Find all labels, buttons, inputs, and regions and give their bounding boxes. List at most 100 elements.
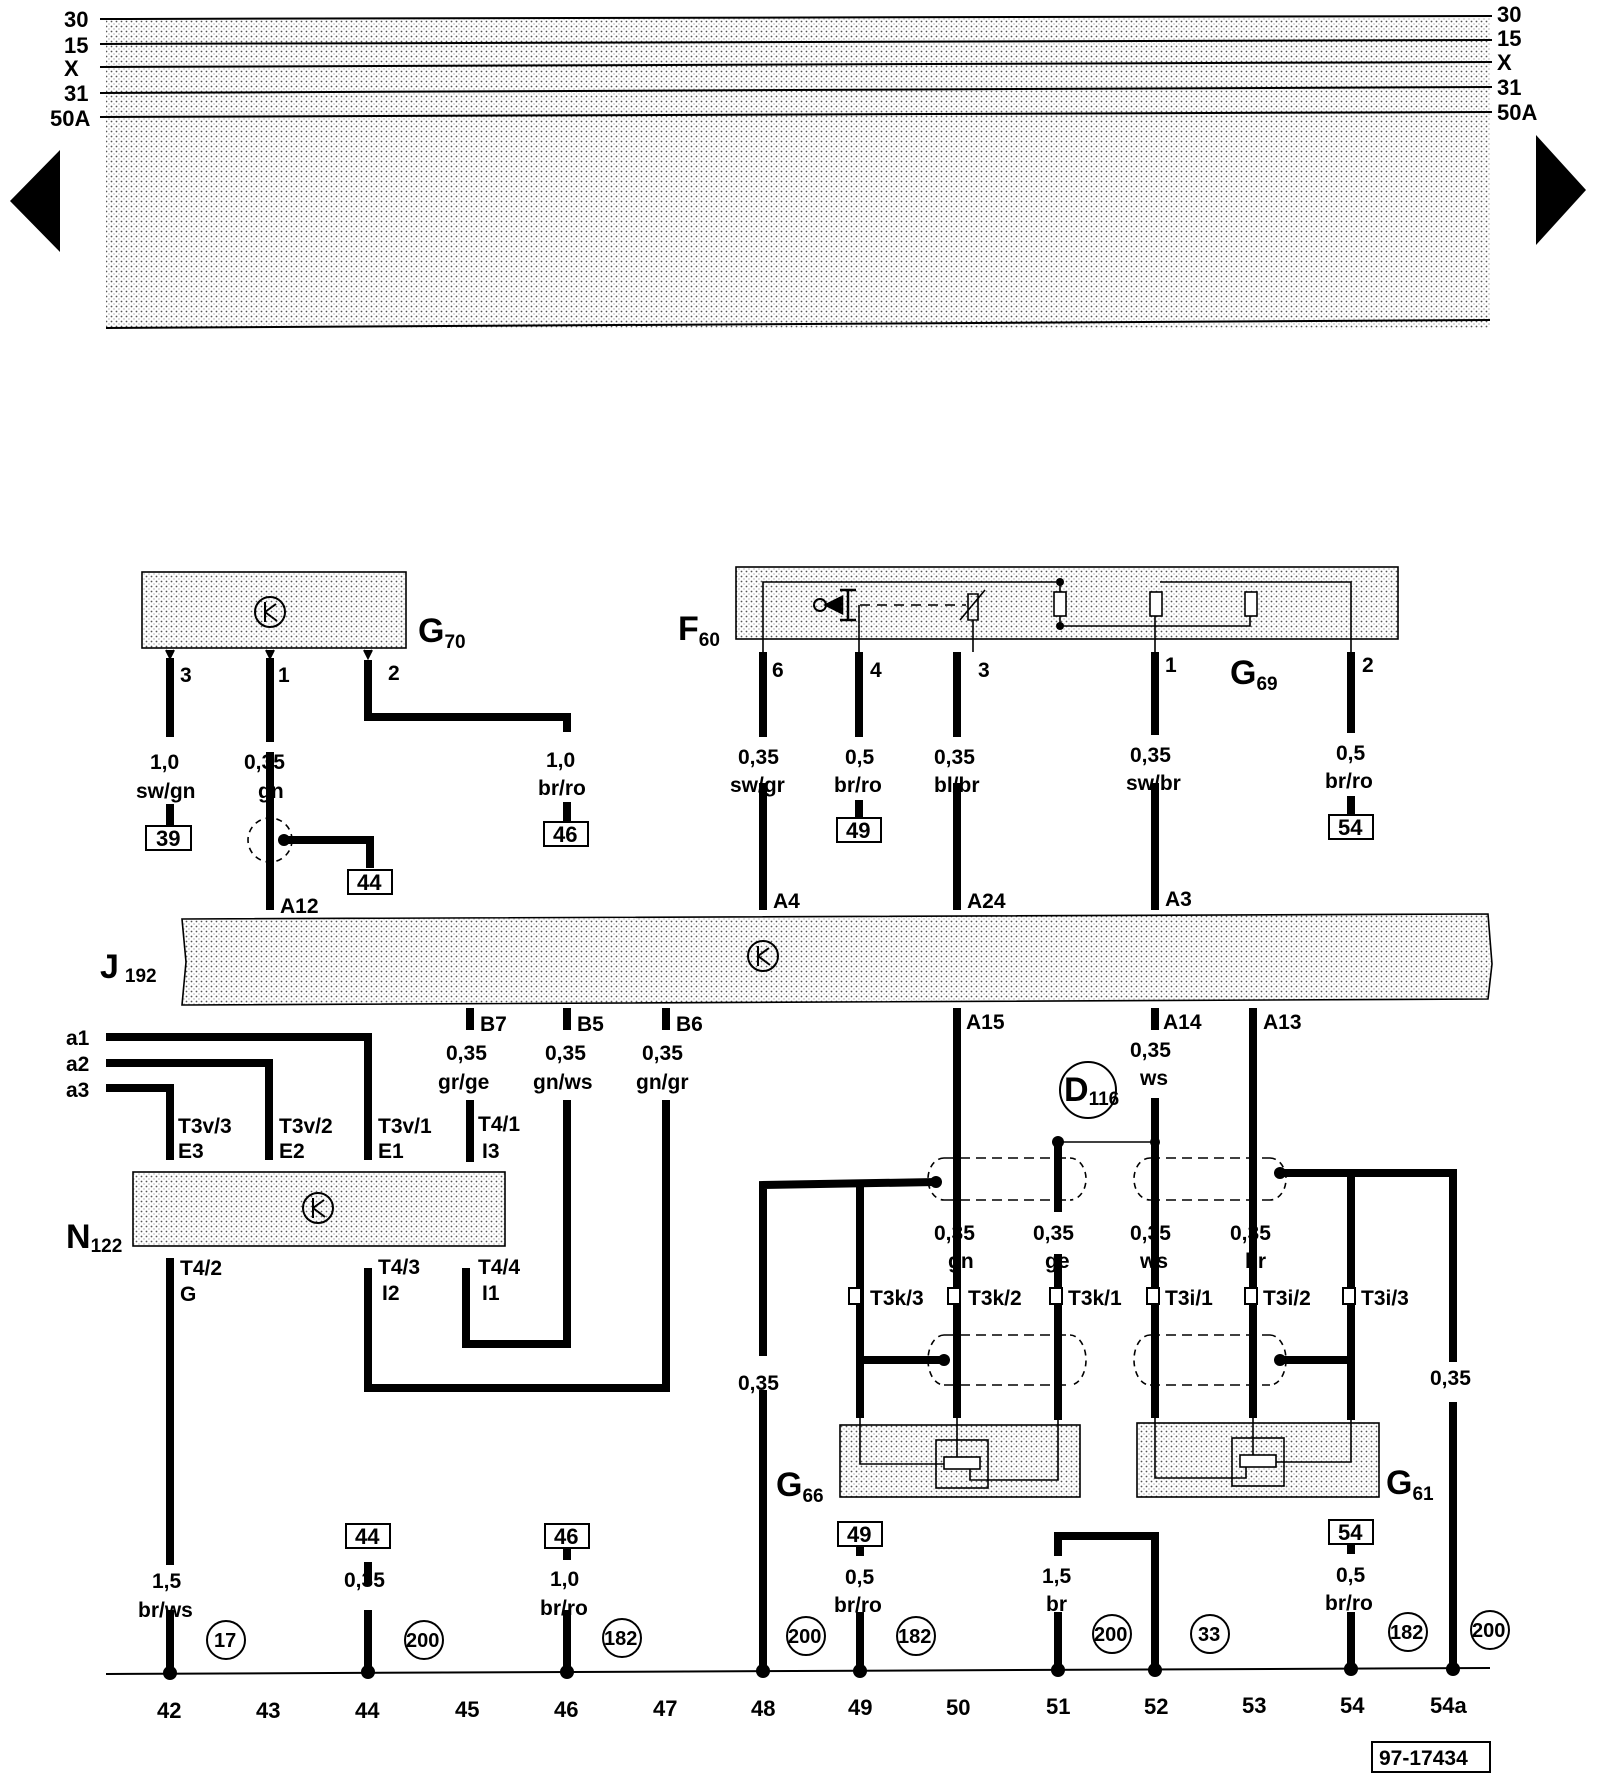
circle-182-b: 182 [898,1626,931,1648]
column-45: 45 [455,1697,479,1722]
electronic-symbol-icon [254,596,286,628]
ref-49: 49 [846,818,870,843]
junction-dot [1056,622,1064,630]
input-a3: a3 [66,1079,89,1102]
resistor-icon [1149,591,1163,617]
switch-actuator-icon [823,588,856,622]
wire-color-7: sw/br [1126,772,1181,795]
pin-j-b7: B7 [480,1013,507,1036]
wire-size-8: 0,5 [1336,742,1366,765]
column-54a: 54a [1430,1693,1467,1718]
pin-f60-1: 1 [1165,654,1177,677]
pin-f60-3: 3 [978,659,990,682]
component-f60-box [735,566,1399,640]
column-50: 50 [946,1695,970,1720]
ref-44-bottom: 44 [355,1524,380,1549]
connector-icons [848,1287,1356,1305]
rail-50a-line [99,111,1493,118]
rail-x-line [99,61,1493,68]
rail-label-left-30: 30 [64,7,88,32]
ref-box-46 [543,821,589,847]
component-g70-box [141,571,407,649]
ref-box-44 [347,869,393,895]
pin-n-e2: E2 [279,1140,305,1163]
wire-color-g46: br/ro [540,1597,588,1620]
pin-f60-2: 2 [1362,654,1374,677]
input-a1: a1 [66,1027,90,1050]
circle-182-c: 182 [1390,1622,1423,1644]
pin-n-t3v3: T3v/3 [178,1115,232,1138]
wire-a2 [106,1059,273,1160]
pin-g70-2: 2 [388,662,400,685]
wire-size-g49: 0,5 [845,1566,875,1589]
pin-n-t42: T4/2 [180,1257,222,1280]
ref-39: 39 [156,826,180,851]
column-52: 52 [1144,1694,1168,1719]
pin-j-a14: A14 [1163,1011,1202,1034]
rail-label-left-50a: 50A [50,106,90,131]
column-54: 54 [1340,1693,1365,1718]
rail-label-left-15: 15 [64,33,88,58]
pin-g70-1: 1 [278,664,290,687]
wire-color-1: sw/gn [136,780,196,803]
wire-size-2: 0,35 [244,751,285,774]
wire-size-4: 0,35 [738,746,779,769]
pin-n-e3: E3 [178,1140,204,1163]
component-g61-label: G61 [1386,1464,1434,1505]
diagram-code: 97-17434 [1379,1747,1468,1770]
shield-ellipse-icon [944,1334,1070,1386]
wire-a3 [106,1084,174,1160]
wire-51-52 [1054,1532,1159,1672]
pin-j-a3: A3 [1165,888,1192,911]
component-j192-box [181,913,1493,1006]
component-n122-label: N122 [66,1218,122,1257]
pin-j-a12: A12 [280,895,319,918]
ref-44: 44 [357,870,382,895]
ref-box-44-bottom [345,1523,391,1549]
wire-g70-2 [364,660,571,732]
ref-box-49-bottom [837,1521,883,1547]
pin-f60-6: 6 [772,659,784,682]
column-51: 51 [1046,1694,1070,1719]
ref-46-bottom: 46 [554,1524,578,1549]
wire-size-b7: 0,35 [446,1042,487,1065]
triangle-left-icon[interactable] [10,150,60,252]
pin-n-t3v1: T3v/1 [378,1115,432,1138]
ref-box-54-bottom [1328,1519,1374,1545]
pin-f60-4: 4 [870,659,882,682]
rail-label-left-x: X [64,56,79,81]
pin-t3k3: T3k/3 [870,1287,924,1310]
wire-size-g42: 1,5 [152,1570,182,1593]
wire-size-3: 1,0 [546,749,575,772]
column-49: 49 [848,1695,872,1720]
pin-t3k1: T3k/1 [1068,1287,1122,1310]
rail-label-right-31: 31 [1497,75,1521,100]
pin-n-i1: I1 [482,1282,500,1305]
wire-shield-44 [284,836,374,868]
pin-j-a13: A13 [1263,1011,1302,1034]
pin-n-i2: I2 [382,1282,400,1305]
wire-color-g54: br/ro [1325,1592,1373,1615]
wire-color-3: br/ro [538,777,586,800]
wire-54a-main [1280,1169,1457,1672]
pot-icon [959,589,986,621]
pin-j-a24: A24 [967,890,1006,913]
column-42: 42 [157,1698,181,1723]
wire-size-g46: 1,0 [550,1568,579,1591]
triangle-right-icon[interactable] [1536,135,1586,245]
resistor-icon [1244,591,1258,617]
circle-33: 33 [1198,1624,1220,1646]
component-g69-label: G69 [1230,654,1278,695]
circle-182-a: 182 [604,1628,637,1650]
ref-box-46-bottom [544,1523,590,1549]
junction-dot [1150,1137,1160,1147]
rail-label-left-31: 31 [64,81,88,106]
ref-box-39 [145,825,192,851]
pin-n-e1: E1 [378,1140,404,1163]
input-a2: a2 [66,1053,89,1076]
g66-internal [859,1418,1059,1481]
wire-size-6: 0,35 [934,746,975,769]
wire-size-s2: 0,35 [1033,1222,1074,1245]
